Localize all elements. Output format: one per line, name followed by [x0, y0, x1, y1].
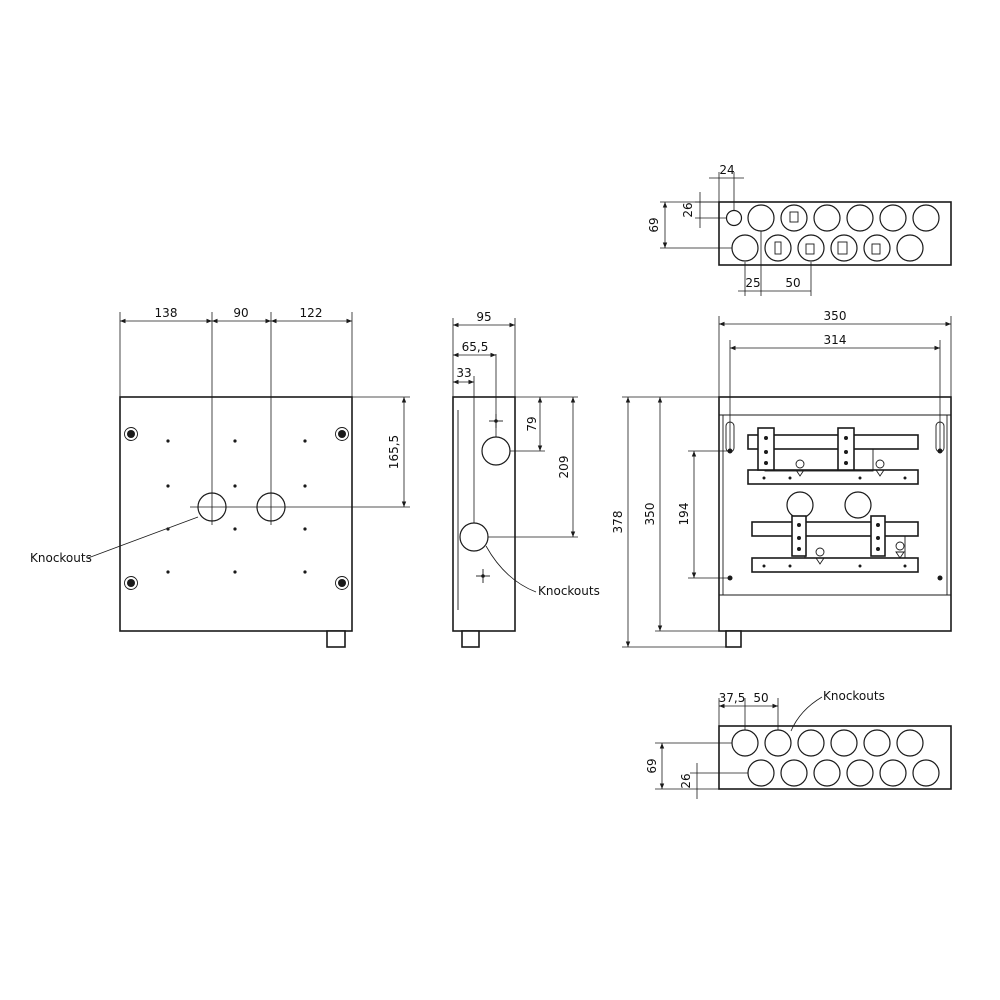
top-view: 24 26 69 25 50 — [647, 163, 952, 296]
dim-122: 122 — [300, 306, 323, 320]
dim-79: 79 — [525, 416, 539, 431]
knockouts-label-side: Knockouts — [538, 584, 600, 598]
dim-378: 378 — [611, 511, 625, 534]
top-small-knockout — [725, 209, 743, 227]
interior-box-outline — [718, 396, 952, 632]
dim-65-5: 65,5 — [462, 340, 489, 354]
top-knockout-row-1 — [747, 204, 940, 232]
dim-90: 90 — [233, 306, 248, 320]
side-knockout-hole — [481, 436, 511, 466]
dim-33: 33 — [456, 366, 471, 380]
front-mounting-holes — [124, 427, 349, 590]
side-view: 95 65,5 33 79 209 Knockouts — [452, 310, 600, 648]
front-gland-stub — [326, 630, 346, 648]
interior-knockout — [844, 491, 872, 519]
dim-138: 138 — [155, 306, 178, 320]
interior-gland-stub — [725, 630, 742, 648]
interior-view: 350 314 378 350 194 — [611, 309, 952, 648]
knockouts-label-bottom: Knockouts — [823, 689, 885, 703]
upper-din-rail — [747, 427, 919, 485]
side-knockout-hole — [459, 522, 489, 552]
dim-350-width: 350 — [824, 309, 847, 323]
top-knockout-row-2 — [731, 234, 924, 262]
knockouts-label-front: Knockouts — [30, 551, 92, 565]
dim-165-5: 165,5 — [387, 435, 401, 469]
side-box-outline — [452, 396, 516, 632]
dim-37-5: 37,5 — [719, 691, 746, 705]
dim-50-top: 50 — [785, 276, 800, 290]
dim-350-height: 350 — [643, 503, 657, 526]
dim-69-top: 69 — [647, 217, 661, 232]
dim-26-top: 26 — [681, 202, 695, 217]
dim-194: 194 — [677, 503, 691, 526]
bottom-knockout-row-1 — [731, 729, 924, 757]
dim-24: 24 — [719, 163, 734, 177]
interior-knockout — [786, 491, 814, 519]
dim-209: 209 — [557, 456, 571, 479]
bottom-view: 37,5 50 Knockouts 69 26 — [645, 689, 952, 799]
front-view: 138 90 122 165,5 Knockouts — [30, 306, 410, 648]
dim-69-bottom: 69 — [645, 758, 659, 773]
dim-50-bottom: 50 — [753, 691, 768, 705]
dim-314: 314 — [824, 333, 847, 347]
side-gland-stub — [461, 630, 480, 648]
dim-26-bottom: 26 — [679, 773, 693, 788]
front-box-outline — [119, 396, 353, 632]
dim-95: 95 — [476, 310, 491, 324]
lower-din-rail — [751, 515, 919, 573]
dim-25: 25 — [745, 276, 760, 290]
